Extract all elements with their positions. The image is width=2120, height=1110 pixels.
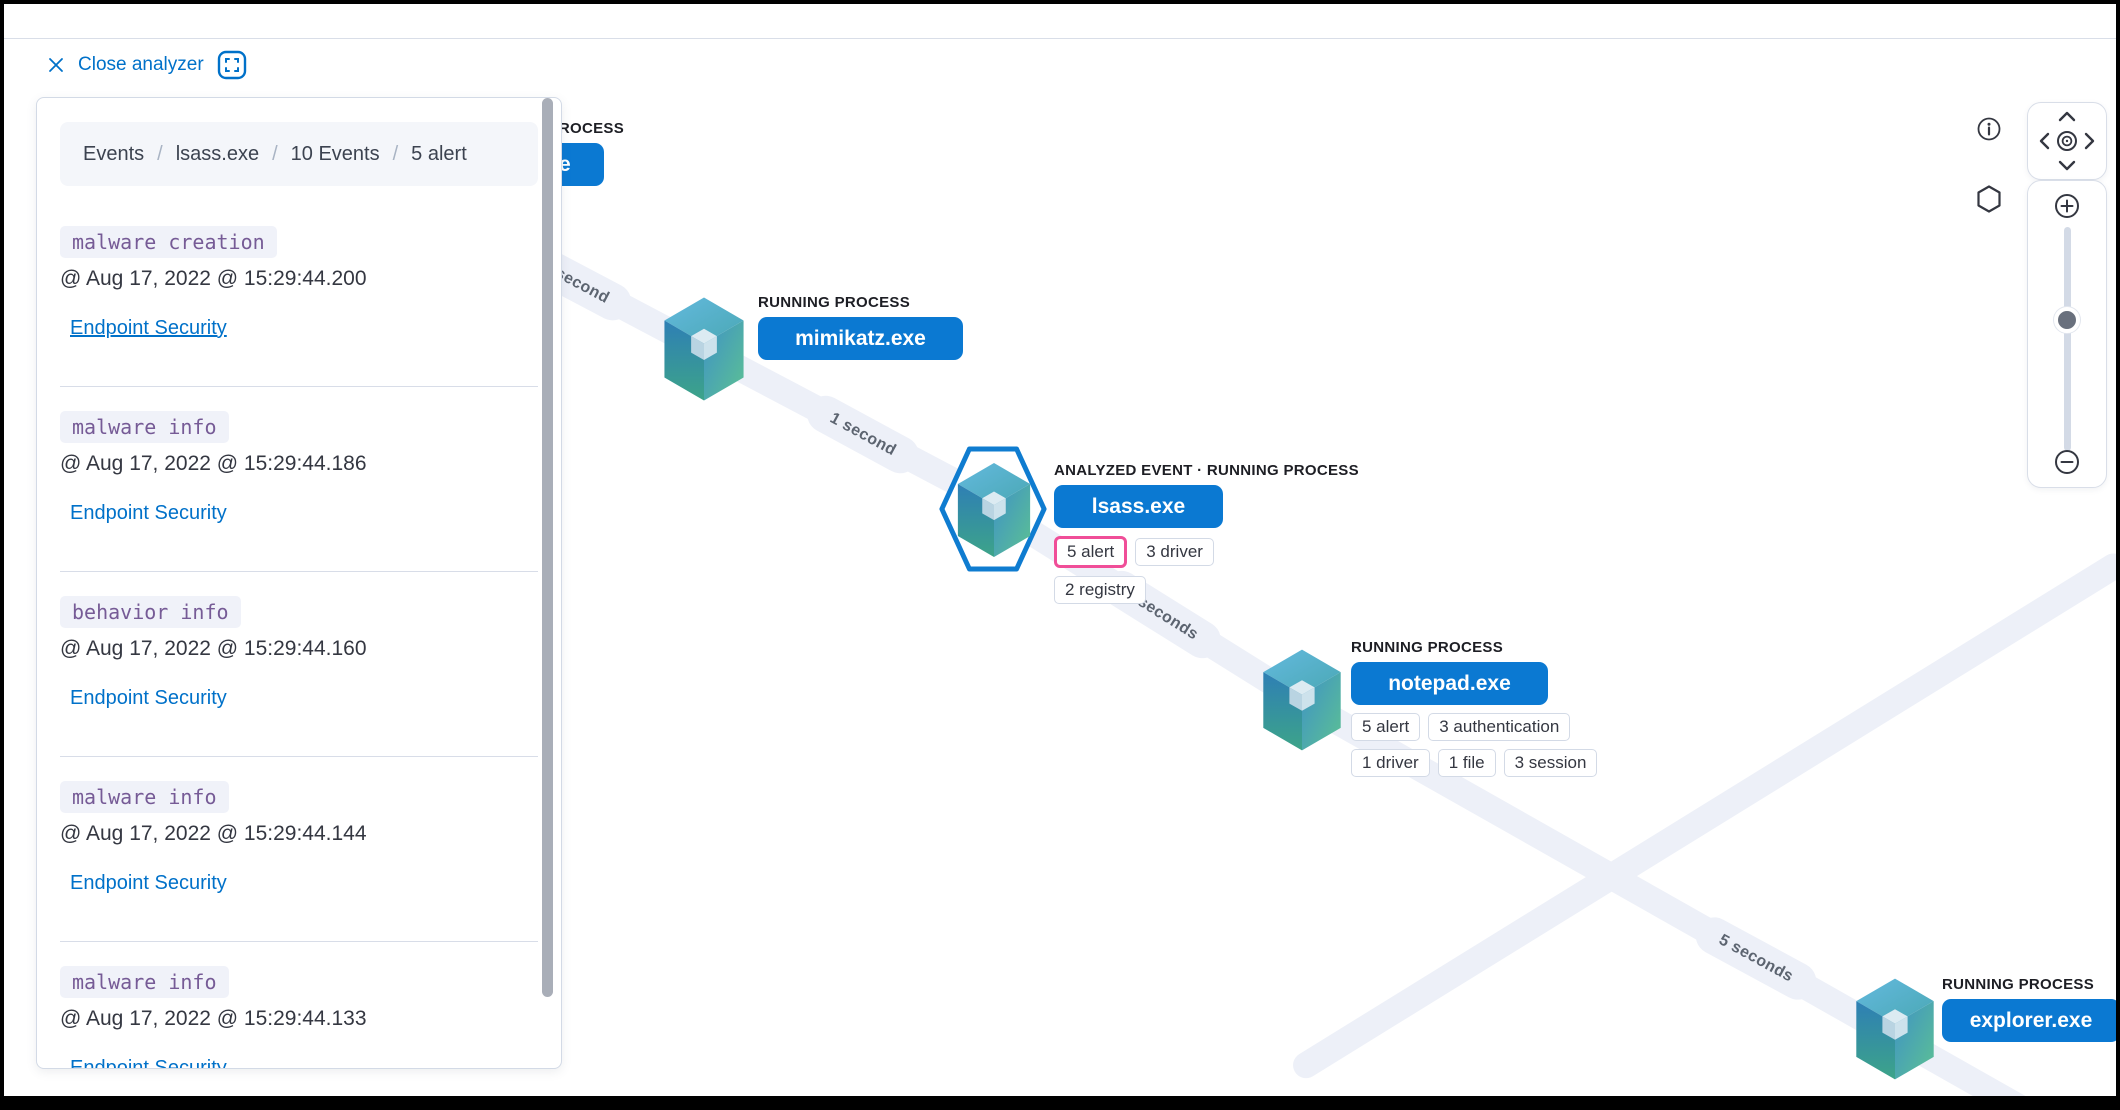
event-source-link[interactable]: Endpoint Security (70, 872, 227, 894)
event-timestamp: @ Aug 17, 2022 @ 15:29:44.160 (60, 637, 367, 660)
close-icon (49, 58, 63, 72)
info-button[interactable] (1976, 116, 2002, 142)
process-cube-icon[interactable] (1257, 638, 1347, 762)
event-source-link[interactable]: Endpoint Security (70, 502, 227, 524)
process-pill[interactable]: lsass.exe (1054, 485, 1223, 528)
analyzer-stage: Close analyzer 1 second 1 second 3 secon… (4, 4, 2116, 1096)
event-count-badge[interactable]: 3 session (1503, 749, 1598, 777)
event-timestamp: @ Aug 17, 2022 @ 15:29:44.144 (60, 822, 367, 845)
event-list-item: malware creation @ Aug 17, 2022 @ 15:29:… (60, 202, 538, 387)
edge-label: 1 second (800, 389, 926, 480)
event-list-item: malware info @ Aug 17, 2022 @ 15:29:44.1… (60, 942, 538, 1069)
close-analyzer-button[interactable]: Close analyzer (46, 54, 204, 76)
event-list-item: malware info @ Aug 17, 2022 @ 15:29:44.1… (60, 757, 538, 942)
pan-chevrons-target-icon[interactable] (2028, 103, 2106, 179)
event-count-badge[interactable]: 3 authentication (1428, 713, 1571, 741)
event-count-badge[interactable]: 3 driver (1135, 538, 1214, 566)
events-panel: Events / lsass.exe / 10 Events / 5 alert… (36, 97, 562, 1069)
event-count-badge-selected[interactable]: 5 alert (1054, 536, 1128, 568)
zoom-slider-thumb[interactable] (2054, 307, 2080, 333)
zoom-out-icon (2055, 450, 2079, 474)
event-count-badge[interactable]: 5 alert (1351, 713, 1421, 741)
node-kind-label: RUNNING PROCESS (1942, 976, 2095, 993)
event-source-link[interactable]: Endpoint Security (70, 1057, 227, 1069)
pan-control-panel (2027, 102, 2107, 180)
zoom-slider-track[interactable] (2064, 227, 2071, 451)
event-count-badge[interactable]: 1 file (1437, 749, 1496, 777)
event-timestamp: @ Aug 17, 2022 @ 15:29:44.186 (60, 452, 367, 475)
close-analyzer-label: Close analyzer (78, 54, 204, 75)
event-timestamp: @ Aug 17, 2022 @ 15:29:44.133 (60, 1007, 367, 1030)
fullscreen-button[interactable] (217, 50, 247, 80)
event-type-badge[interactable]: malware info (60, 411, 229, 443)
hexagon-icon (1977, 185, 2001, 213)
event-type-badge[interactable]: malware info (60, 966, 229, 998)
edge-label: 5 seconds (1689, 910, 1823, 1007)
event-list-item: malware info @ Aug 17, 2022 @ 15:29:44.1… (60, 387, 538, 572)
process-pill[interactable]: explorer.exe (1942, 999, 2116, 1042)
zoom-in-button[interactable] (2054, 193, 2080, 219)
event-list: malware creation @ Aug 17, 2022 @ 15:29:… (60, 202, 538, 1069)
node-kind-label: RUNNING PROCESS (1351, 639, 1504, 656)
analyzer-toolbar: Close analyzer (46, 50, 247, 80)
process-cube-icon[interactable] (658, 286, 750, 412)
event-list-item: behavior info @ Aug 17, 2022 @ 15:29:44.… (60, 572, 538, 757)
breadcrumb-events[interactable]: Events (83, 142, 145, 165)
breadcrumb-process[interactable]: lsass.exe (175, 142, 260, 165)
fullscreen-icon (217, 50, 246, 80)
process-pill[interactable]: notepad.exe (1351, 662, 1548, 705)
hexagon-view-button[interactable] (1975, 184, 2003, 214)
zoom-in-icon (2055, 194, 2079, 218)
node-kind-label: ANALYZED EVENT · RUNNING PROCESS (1054, 462, 1359, 479)
event-source-link[interactable]: Endpoint Security (70, 317, 227, 339)
info-icon (1977, 117, 2001, 141)
node-kind-label: RUNNING PROCESS (758, 294, 911, 311)
process-pill[interactable]: mimikatz.exe (758, 317, 963, 360)
panel-scrollbar[interactable] (542, 98, 553, 997)
breadcrumb-category[interactable]: 5 alert (411, 142, 467, 165)
event-type-badge[interactable]: malware info (60, 781, 229, 813)
top-divider (4, 38, 2116, 39)
event-type-badge[interactable]: malware creation (60, 226, 277, 258)
zoom-control-panel (2027, 180, 2107, 488)
event-type-badge[interactable]: behavior info (60, 596, 241, 628)
breadcrumb: Events / lsass.exe / 10 Events / 5 alert (60, 122, 538, 186)
event-timestamp: @ Aug 17, 2022 @ 15:29:44.200 (60, 267, 367, 290)
process-cube-icon[interactable] (952, 457, 1036, 563)
event-source-link[interactable]: Endpoint Security (70, 687, 227, 709)
event-count-badge[interactable]: 1 driver (1351, 749, 1430, 777)
zoom-out-button[interactable] (2054, 449, 2080, 475)
process-cube-icon[interactable] (1850, 970, 1940, 1088)
event-count-badge[interactable]: 2 registry (1054, 576, 1146, 604)
breadcrumb-event-count[interactable]: 10 Events (290, 142, 380, 165)
